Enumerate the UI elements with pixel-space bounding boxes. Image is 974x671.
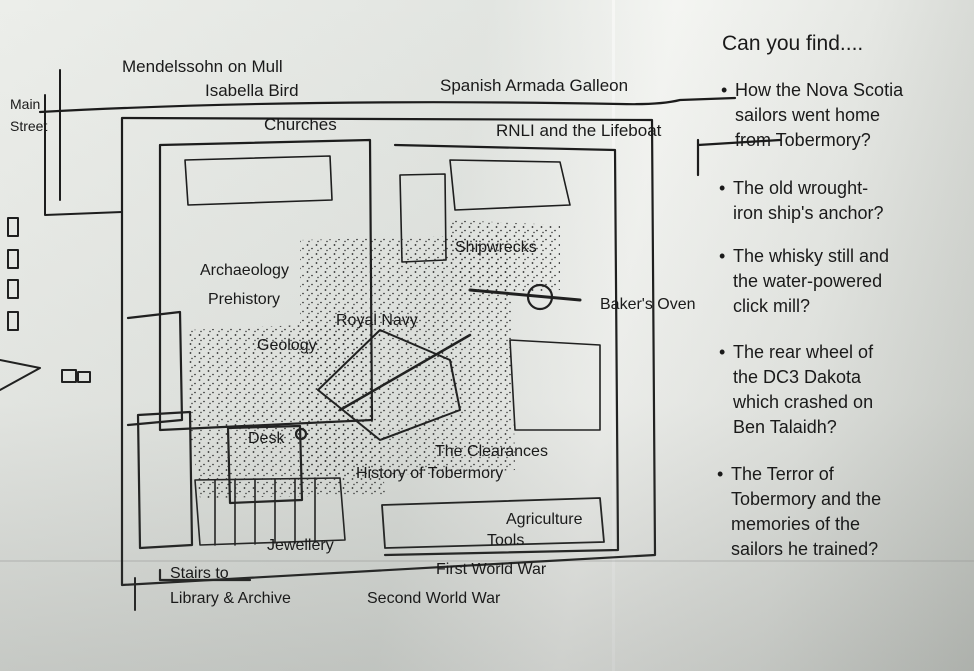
floor-lower [190, 425, 385, 498]
question-1: How the Nova Scotia sailors went home fr… [721, 78, 903, 153]
label-geology: Geology [257, 337, 317, 354]
floor-center [300, 235, 515, 480]
label-rnli: RNLI and the Lifeboat [496, 121, 662, 140]
label-stairs-to: Stairs to [170, 565, 229, 582]
floor-right [450, 220, 560, 295]
label-royal-navy: Royal Navy [336, 312, 418, 329]
bottom-display-case [381, 497, 605, 549]
question-3: The whisky still and the water-powered c… [719, 244, 889, 319]
label-archaeology: Archaeology [200, 262, 289, 279]
top-boundary-line [38, 96, 737, 114]
label-first-world-war: First World War [436, 561, 547, 578]
label-main-street: Main Street [10, 96, 48, 134]
label-spanish-galleon: Spanish Armada Galleon [440, 76, 629, 95]
label-library-archive: Library & Archive [170, 590, 291, 607]
paper-fold-horizontal [0, 560, 974, 562]
label-history-tobermory: History of Tobermory [356, 465, 504, 482]
label-prehistory: Prehistory [208, 291, 281, 308]
question-5: The Terror of Tobermory and the memories… [717, 462, 881, 562]
label-clearances: The Clearances [435, 443, 548, 460]
left-wing [126, 310, 184, 427]
outer-wall [120, 116, 657, 587]
label-churches: Churches [264, 115, 337, 134]
label-shipwrecks: Shipwrecks [455, 239, 537, 256]
label-bakers-oven: Baker's Oven [600, 296, 696, 313]
label-mendelssohn: Mendelssohn on Mull [122, 57, 283, 76]
question-4: The rear wheel of the DC3 Dakota which c… [719, 340, 873, 440]
street-markings [0, 69, 123, 391]
right-room-wall [383, 143, 620, 557]
label-agriculture: Agriculture [506, 511, 583, 528]
label-tools: Tools [487, 532, 525, 549]
label-desk: Desk [248, 430, 285, 447]
label-isabella-bird: Isabella Bird [205, 81, 299, 100]
paper-fold-vertical [612, 0, 615, 671]
label-second-world-war: Second World War [367, 590, 501, 607]
label-jewellery: Jewellery [267, 537, 334, 554]
left-stair-block [136, 410, 194, 550]
right-shelves [509, 339, 601, 431]
question-2: The old wrought- iron ship's anchor? [719, 176, 883, 226]
questions-title: Can you find.... [722, 32, 864, 55]
